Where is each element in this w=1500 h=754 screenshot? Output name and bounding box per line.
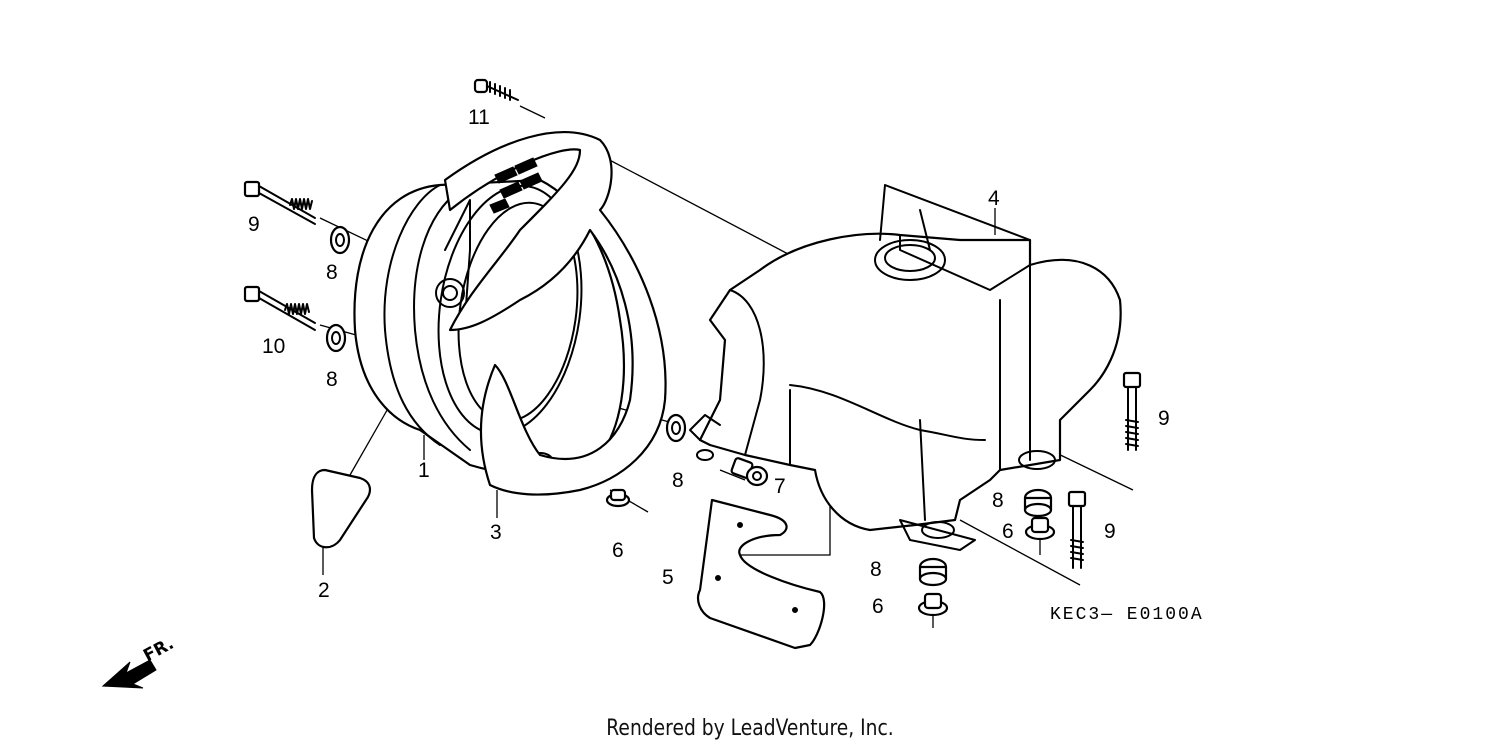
front-direction-arrow — [101, 659, 157, 689]
nut-7 — [730, 457, 769, 487]
bolt-10 — [243, 285, 316, 331]
diagram-code: KEC3— E0100A — [1050, 605, 1204, 625]
part-5-gasket — [696, 498, 826, 650]
callout-6-left: 6 — [612, 539, 624, 562]
collar-6-c — [917, 592, 949, 617]
callout-1: 1 — [418, 459, 430, 482]
grommet-8-c — [665, 413, 687, 443]
footer-credit: Rendered by LeadVenture, Inc. — [606, 716, 894, 741]
grommet-8-a — [329, 225, 351, 255]
callout-9-upper: 9 — [248, 213, 260, 236]
callout-7: 7 — [774, 475, 786, 498]
callout-2: 2 — [318, 579, 330, 602]
bolt-9-upper — [243, 180, 316, 225]
callout-9-lower: 9 — [1104, 520, 1116, 543]
grommet-8-d — [1023, 488, 1053, 518]
callout-8-middle: 8 — [326, 368, 338, 391]
grommet-8-b — [325, 323, 347, 353]
part-2-plate — [310, 468, 372, 549]
grommet-8-e — [918, 557, 948, 587]
callout-9-right: 9 — [1158, 407, 1170, 430]
callout-3: 3 — [490, 521, 502, 544]
collar-6-a — [605, 488, 631, 508]
callout-8-right: 8 — [992, 489, 1004, 512]
callout-4: 4 — [988, 187, 1000, 210]
bolt-11 — [473, 78, 519, 101]
bolt-9-right — [1122, 371, 1142, 451]
vent-slots — [489, 157, 543, 214]
part-3-fan-cover — [443, 131, 667, 496]
callout-8-lower: 8 — [870, 558, 882, 581]
collar-6-b — [1024, 516, 1056, 541]
callout-5: 5 — [662, 566, 674, 589]
callout-11: 11 — [468, 106, 490, 129]
bolt-9-lower — [1067, 490, 1087, 569]
callout-6-lower: 6 — [872, 595, 884, 618]
callout-10: 10 — [262, 335, 286, 358]
callout-8-center: 8 — [672, 469, 684, 492]
callout-8-upper: 8 — [326, 261, 338, 284]
callout-6-right: 6 — [1002, 520, 1014, 543]
part-4-housing — [689, 184, 1122, 551]
